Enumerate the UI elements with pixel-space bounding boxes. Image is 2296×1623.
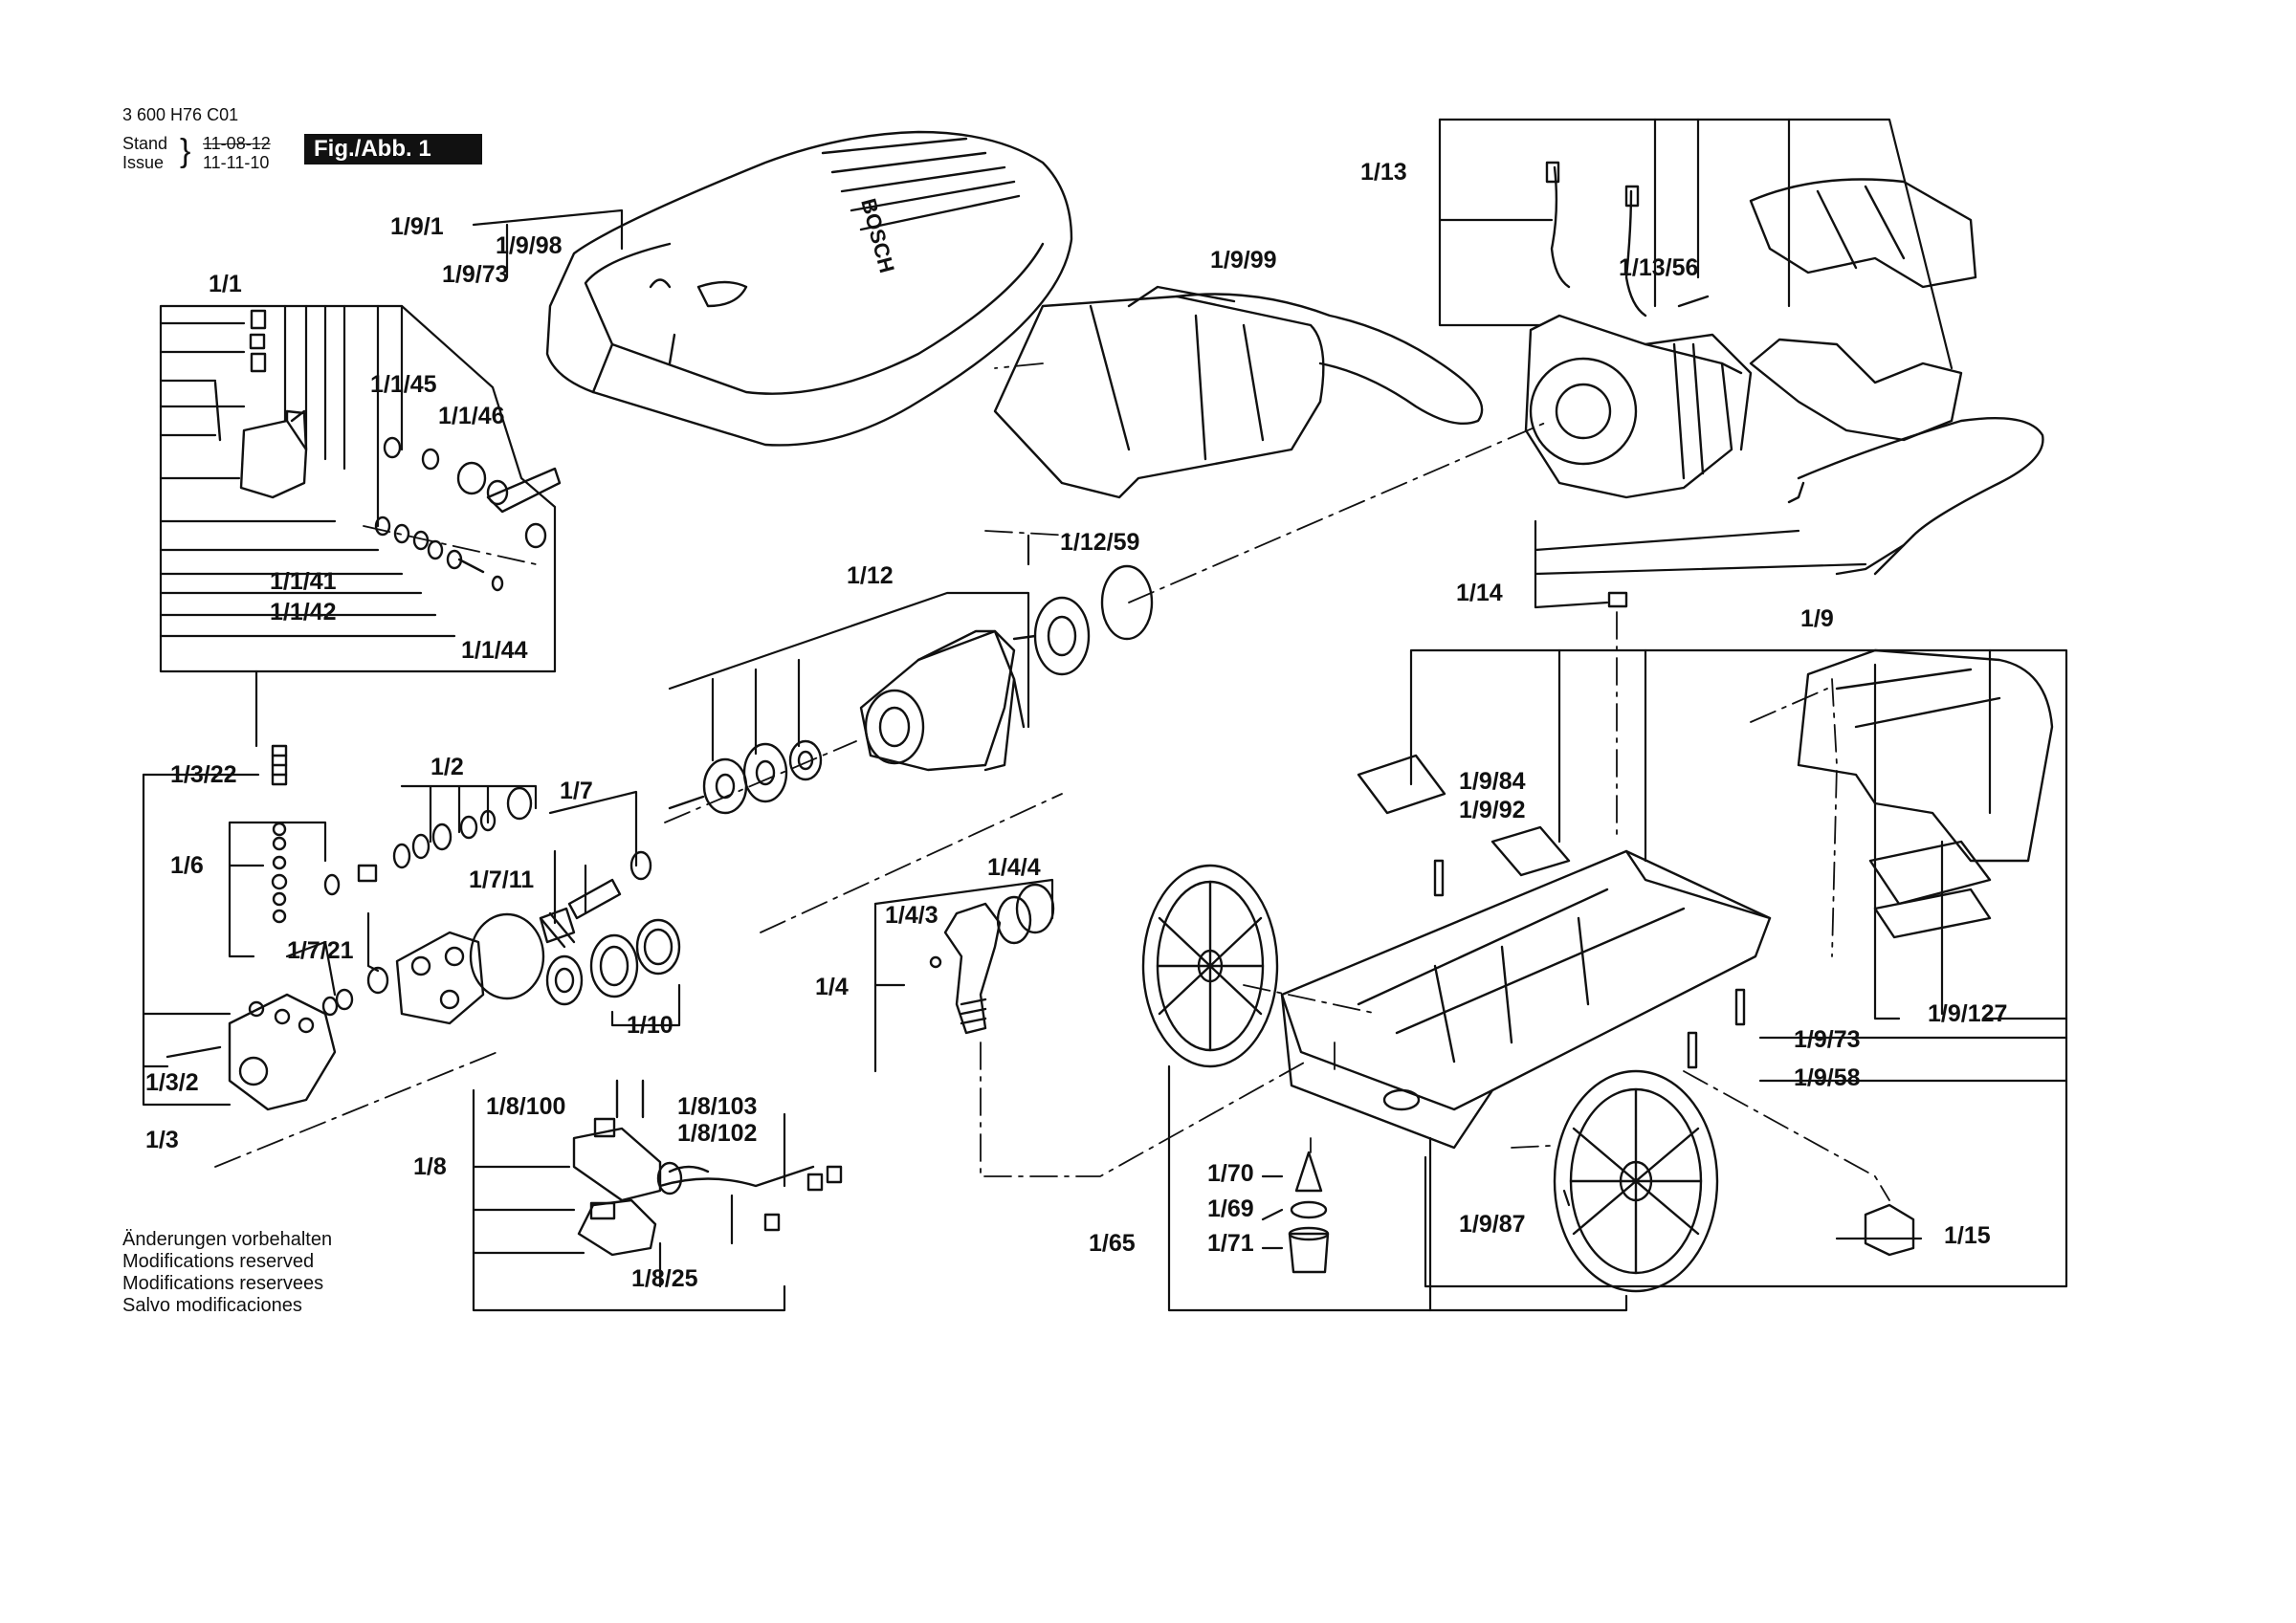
label-1-4-4: 1/4/4 (987, 854, 1041, 881)
label-1-7-11: 1/7/11 (469, 866, 534, 893)
drawing-code: 3 600 H76 C01 (122, 105, 239, 124)
label-1-1-46: 1/1/46 (438, 403, 505, 429)
label-1-8-102: 1/8/102 (677, 1120, 757, 1147)
bearings-drawing (668, 739, 823, 815)
label-1-12: 1/12 (847, 562, 894, 589)
note-en: Modifications reserved (122, 1251, 315, 1272)
label-1-9-73-right: 1/9/73 (1794, 1026, 1861, 1053)
label-1-9-127: 1/9/127 (1928, 1000, 2007, 1027)
label-1-1-45: 1/1/45 (370, 371, 437, 398)
note-es: Salvo modificaciones (122, 1295, 302, 1316)
label-1-12-59: 1/12/59 (1060, 529, 1139, 556)
figure-badge: Fig./Abb. 1 (304, 134, 482, 164)
swash-housing-drawing (321, 931, 485, 1025)
valve-block-drawing (213, 309, 562, 592)
label-1-3-22: 1/3/22 (170, 761, 237, 788)
label-1-8-100: 1/8/100 (486, 1093, 565, 1120)
label-1-8-25: 1/8/25 (631, 1265, 698, 1292)
label-1-9: 1/9 (1800, 605, 1834, 632)
label-1-9-99: 1/9/99 (1210, 247, 1277, 274)
issue-date: 11-11-10 (203, 153, 270, 172)
chassis-drawing (1280, 648, 2054, 1150)
label-1-9-87: 1/9/87 (1459, 1211, 1526, 1238)
label-1-10: 1/10 (627, 1012, 673, 1039)
label-1-9-84: 1/9/84 (1459, 768, 1526, 795)
clip-part-1-14 (1607, 591, 1628, 608)
stand-date: 11-08-12 (203, 134, 271, 153)
oring-large (469, 912, 545, 1000)
hood-cover-drawing (545, 130, 1073, 447)
pistons-drawing (539, 850, 652, 949)
stand-label: Stand (122, 134, 168, 153)
leader-lines (142, 118, 2068, 1312)
label-1-9-73-top: 1/9/73 (442, 261, 509, 288)
label-1-1: 1/1 (209, 271, 242, 297)
gear-drawing (1012, 564, 1154, 676)
label-1-9-92: 1/9/92 (1459, 797, 1526, 823)
label-1-1-44: 1/1/44 (461, 637, 528, 664)
motor-assembly-drawing (1524, 161, 2044, 576)
label-1-2: 1/2 (430, 754, 464, 780)
inlet-fittings-drawing (1288, 1151, 1330, 1274)
assembly-axis-lines (214, 362, 1890, 1201)
note-fr: Modifications reservees (122, 1273, 324, 1294)
pump-body-drawing (859, 629, 1026, 772)
label-1-71: 1/71 (1207, 1230, 1254, 1257)
label-1-69: 1/69 (1207, 1195, 1254, 1222)
label-1-14: 1/14 (1456, 580, 1503, 606)
hood-brand-mark: BOSCH (856, 196, 899, 275)
check-valves-drawing (271, 822, 378, 924)
swash-bearing-drawing (545, 918, 681, 1006)
switch-part-1-15 (1864, 1203, 1915, 1257)
seal-set-drawing (392, 786, 533, 869)
label-1-4-3: 1/4/3 (885, 902, 938, 929)
label-1-8-103: 1/8/103 (677, 1093, 757, 1120)
modification-notes: Änderungen vorbehalten Modifications res… (122, 1229, 332, 1317)
label-1-8: 1/8 (413, 1153, 447, 1180)
label-1-9-1: 1/9/1 (390, 213, 444, 240)
label-1-70: 1/70 (1207, 1160, 1254, 1187)
label-1-9-98: 1/9/98 (496, 232, 563, 259)
label-1-13: 1/13 (1360, 159, 1407, 186)
label-1-6: 1/6 (170, 852, 204, 879)
label-1-65: 1/65 (1089, 1230, 1136, 1257)
label-1-4: 1/4 (815, 974, 849, 1000)
label-1-15: 1/15 (1944, 1222, 1991, 1249)
brace-glyph: } (180, 133, 191, 169)
hose-connector-drawing (929, 883, 1055, 1035)
label-1-7-21: 1/7/21 (287, 937, 354, 964)
label-1-9-58: 1/9/58 (1794, 1064, 1861, 1091)
issue-label: Issue (122, 153, 165, 172)
switch-assembly-drawing (572, 1079, 843, 1257)
part-labels: 1/9/1 1/9/98 1/9/73 1/1 1/1/45 1/1/46 1/… (145, 159, 2007, 1292)
label-1-7: 1/7 (560, 778, 593, 804)
label-1-1-42: 1/1/42 (270, 599, 337, 625)
label-1-3: 1/3 (145, 1127, 179, 1153)
label-1-13-56: 1/13/56 (1619, 254, 1698, 281)
label-1-3-2: 1/3/2 (145, 1069, 199, 1096)
pump-head-drawing (166, 744, 337, 1111)
note-de: Änderungen vorbehalten (122, 1229, 333, 1250)
top-cover-handle-drawing (993, 285, 1484, 499)
wheels-drawing (1141, 864, 1719, 1293)
label-1-1-41: 1/1/41 (270, 568, 337, 595)
